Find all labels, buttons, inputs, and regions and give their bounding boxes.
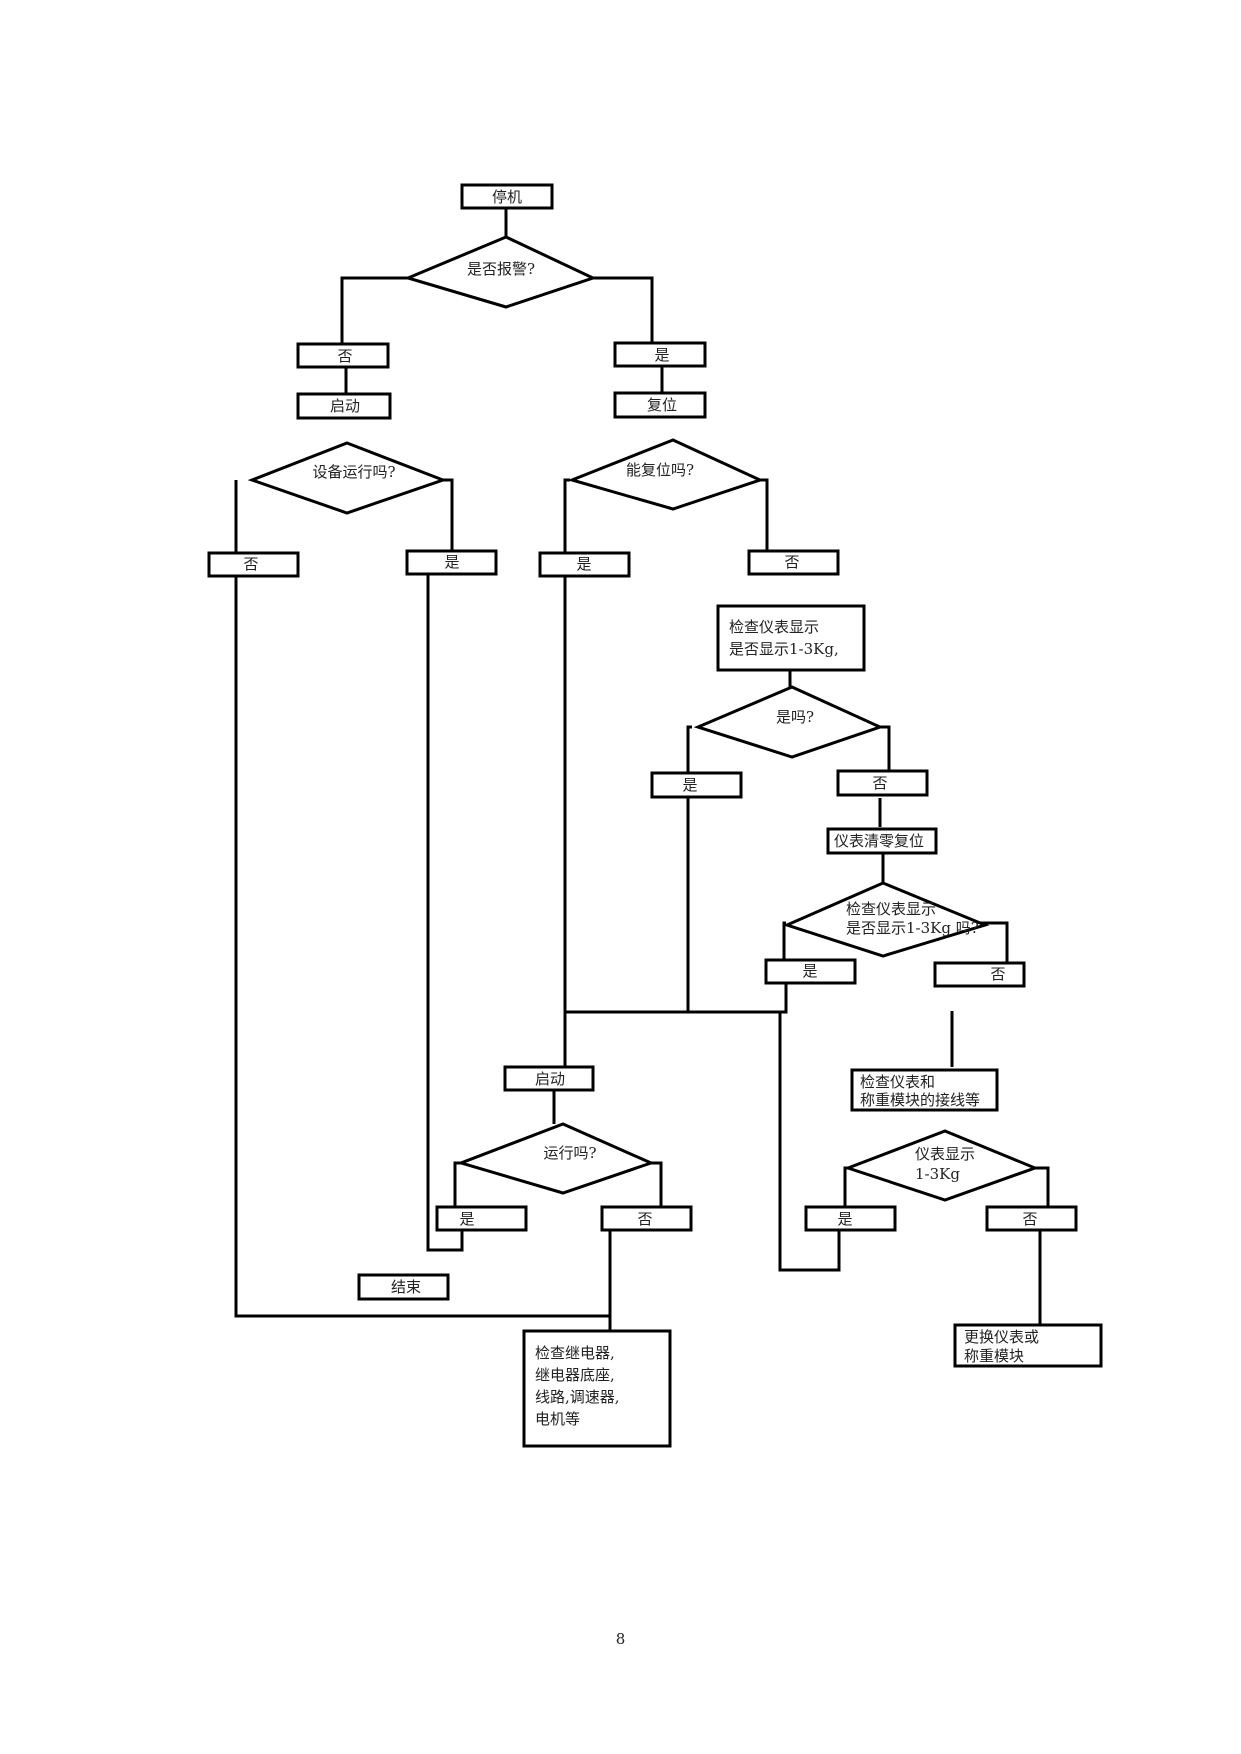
decision-can-reset: 能复位吗?: [567, 438, 765, 511]
decision-alarm: 是否报警?: [403, 235, 598, 309]
decision-run-label: 运行吗?: [543, 1144, 596, 1162]
decision-alarm-label: 是否报警?: [467, 260, 535, 278]
decision-device-running: 设备运行吗?: [247, 441, 448, 515]
label-display-yes-text: 是: [837, 1210, 852, 1228]
label-check-again-yes: 是: [764, 958, 857, 985]
label-running-no: 否: [207, 551, 300, 578]
node-check-wiring-line2: 称重模块的接线等: [860, 1091, 980, 1109]
label-run-yes: 是: [435, 1205, 528, 1232]
label-reset-no-text: 否: [784, 553, 799, 571]
node-check-relay-line1: 检查继电器,: [535, 1344, 615, 1362]
label-check-again-no-text: 否: [990, 965, 1005, 983]
decision-can-reset-label: 能复位吗?: [626, 461, 694, 479]
node-replace-meter-line2: 称重模块: [964, 1347, 1024, 1365]
label-display-no-text: 否: [1022, 1210, 1037, 1228]
decision-is-it: 是吗?: [693, 685, 885, 759]
label-run-no-text: 否: [637, 1210, 652, 1228]
node-stop: 停机: [460, 183, 554, 210]
node-start-2: 启动: [503, 1065, 595, 1092]
label-display-no: 否: [985, 1205, 1078, 1232]
node-replace-meter: 更换仪表或 称重模块: [953, 1323, 1103, 1368]
node-end-label: 结束: [391, 1278, 421, 1296]
node-check-wiring: 检查仪表和 称重模块的接线等: [850, 1068, 999, 1112]
label-reset-no: 否: [747, 549, 840, 576]
decision-meter-display: 仪表显示 1-3Kg: [843, 1129, 1040, 1202]
label-alarm-yes: 是: [613, 341, 707, 368]
label-running-no-text: 否: [243, 555, 258, 573]
node-check-relay: 检查继电器, 继电器底座, 线路,调速器, 电机等: [522, 1329, 672, 1448]
node-check-meter: 检查仪表显示 是否显示1-3Kg,: [716, 604, 866, 672]
node-check-wiring-line1: 检查仪表和: [860, 1073, 935, 1091]
label-check-again-yes-text: 是: [802, 962, 817, 980]
label-is-it-no-text: 否: [872, 774, 887, 792]
node-check-relay-line3: 线路,调速器,: [535, 1388, 620, 1406]
label-is-it-yes-text: 是: [682, 776, 697, 794]
decision-meter-display-line1: 仪表显示: [915, 1145, 975, 1163]
decision-check-again-line1: 检查仪表显示: [846, 900, 936, 918]
node-check-meter-line2: 是否显示1-3Kg,: [729, 640, 839, 658]
node-meter-zero-reset-label: 仪表清零复位: [834, 832, 924, 850]
node-end: 结束: [357, 1273, 450, 1301]
decision-check-again: 检查仪表显示 是否显示1-3Kg 吗?: [782, 881, 990, 958]
label-run-yes-text: 是: [459, 1210, 474, 1228]
node-start-2-label: 启动: [535, 1070, 565, 1088]
node-start: 启动: [296, 392, 392, 420]
node-meter-zero-reset: 仪表清零复位: [826, 827, 938, 855]
node-check-relay-line2: 继电器底座,: [535, 1366, 615, 1384]
node-stop-label: 停机: [492, 188, 522, 206]
page-number: 8: [615, 1630, 626, 1648]
node-replace-meter-line1: 更换仪表或: [964, 1328, 1039, 1346]
label-reset-yes-text: 是: [576, 555, 591, 573]
label-alarm-no-text: 否: [337, 347, 352, 365]
decision-is-it-label: 是吗?: [776, 708, 814, 726]
label-running-yes-text: 是: [444, 553, 459, 571]
node-check-meter-line1: 检查仪表显示: [729, 618, 819, 636]
label-alarm-yes-text: 是: [654, 346, 669, 364]
label-is-it-no: 否: [836, 769, 929, 797]
decision-device-running-label: 设备运行吗?: [312, 463, 395, 481]
decision-meter-display-line2: 1-3Kg: [915, 1165, 960, 1183]
label-check-again-no: 否: [933, 961, 1026, 988]
node-check-relay-line4: 电机等: [535, 1410, 580, 1428]
label-run-no: 否: [600, 1205, 693, 1232]
label-reset-yes: 是: [538, 551, 631, 578]
node-reset-label: 复位: [647, 396, 677, 414]
label-is-it-yes: 是: [650, 771, 743, 799]
label-running-yes: 是: [405, 549, 498, 576]
node-start-label: 启动: [330, 397, 360, 415]
decision-run: 运行吗?: [456, 1122, 656, 1195]
label-display-yes: 是: [804, 1205, 897, 1232]
decision-check-again-line2: 是否显示1-3Kg 吗?: [846, 919, 979, 937]
node-reset: 复位: [613, 391, 707, 419]
label-alarm-no: 否: [296, 342, 390, 369]
